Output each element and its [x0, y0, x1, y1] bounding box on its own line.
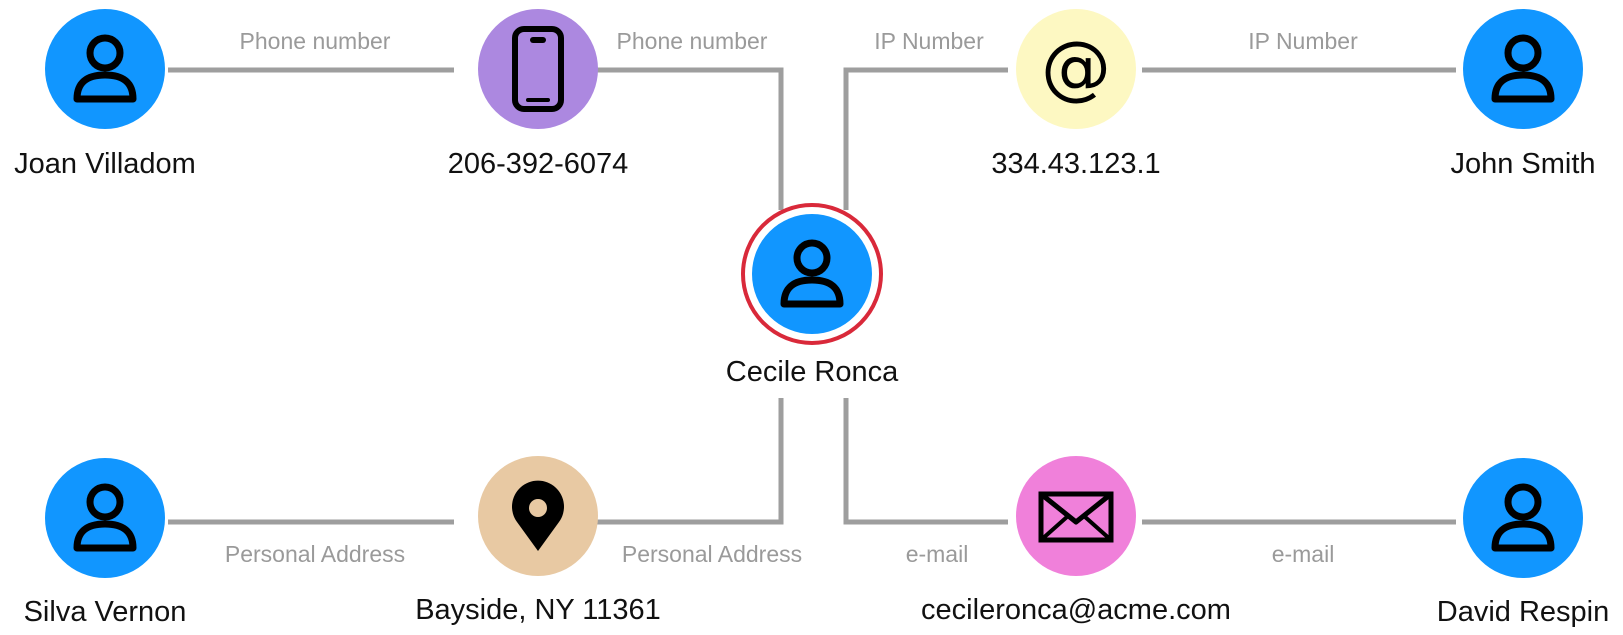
node-david-respin[interactable]: [1463, 458, 1583, 578]
person-icon: [73, 483, 137, 552]
map-pin-icon: [512, 480, 564, 551]
person-icon: [1491, 34, 1555, 103]
person-icon: [780, 239, 844, 308]
node-label-email: cecileronca@acme.com: [921, 594, 1231, 626]
smartphone-icon: [512, 26, 564, 112]
node-ip-address[interactable]: @: [1016, 9, 1136, 129]
at-sign-icon: @: [1041, 26, 1111, 108]
node-label-silva-vernon: Silva Vernon: [23, 596, 187, 628]
node-personal-address[interactable]: [478, 456, 598, 576]
node-label-ip-address: 334.43.123.1: [991, 148, 1161, 180]
edge-label-address-cecile: Personal Address: [621, 541, 803, 567]
svg-text:@: @: [1041, 26, 1111, 108]
node-label-personal-address: Bayside, NY 11361: [415, 594, 661, 626]
node-label-joan-villadom: Joan Villadom: [14, 148, 196, 180]
node-john-smith[interactable]: [1463, 9, 1583, 129]
node-label-phone-number: 206-392-6074: [447, 148, 629, 180]
edge-cecile-email: [843, 398, 1008, 525]
envelope-icon: [1038, 491, 1114, 543]
node-label-john-smith: John Smith: [1450, 148, 1596, 180]
node-cecile-ronca[interactable]: [752, 214, 872, 334]
edge-label-cecile-ip: IP Number: [874, 28, 984, 54]
edge-address-cecile: [582, 398, 784, 525]
person-icon: [1491, 483, 1555, 552]
edge-label-email-david: e-mail: [1271, 541, 1335, 567]
edge-label-ip-john: IP Number: [1248, 28, 1358, 54]
edge-label-joan-phone: Phone number: [239, 28, 391, 54]
edge-phone-cecile: [582, 67, 784, 210]
edge-cecile-ip: [843, 67, 1008, 210]
node-silva-vernon[interactable]: [45, 458, 165, 578]
edge-label-cecile-email: e-mail: [905, 541, 969, 567]
edge-label-silva-address: Personal Address: [224, 541, 406, 567]
edge-label-phone-cecile: Phone number: [616, 28, 768, 54]
node-label-david-respin: David Respin: [1436, 596, 1610, 628]
node-joan-villadom[interactable]: [45, 9, 165, 129]
node-label-cecile-ronca: Cecile Ronca: [725, 356, 899, 388]
node-email[interactable]: [1016, 456, 1136, 576]
person-icon: [73, 34, 137, 103]
node-phone-number[interactable]: [478, 9, 598, 129]
